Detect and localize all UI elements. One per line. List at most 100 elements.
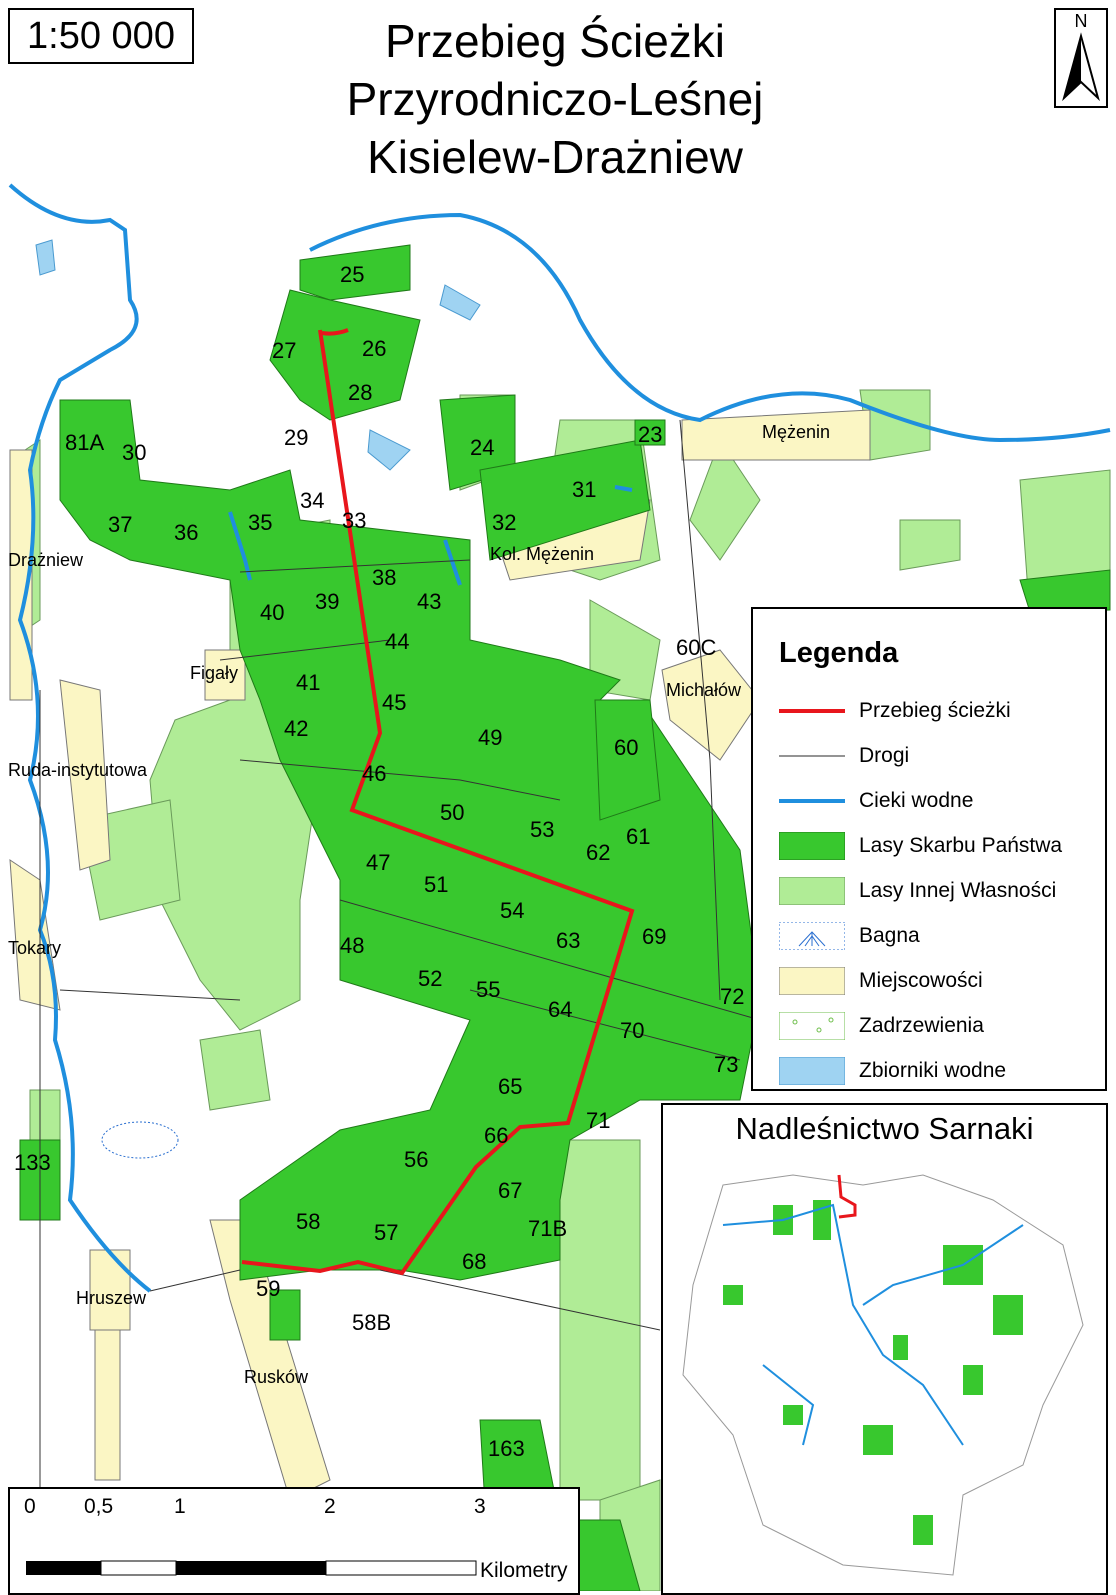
legend-item-route: Przebieg ścieżki <box>779 691 1099 731</box>
legend-item-label: Zadrzewienia <box>859 1014 984 1037</box>
compartment-label: 81A <box>65 430 104 455</box>
compartment-label: 30 <box>122 440 146 465</box>
legend-item-label: Miejscowości <box>859 969 983 992</box>
route-line-icon <box>779 709 845 713</box>
compartment-label: 46 <box>362 761 386 786</box>
water-bodies <box>35 239 481 471</box>
compartment-label: 26 <box>362 336 386 361</box>
compartment-label: 55 <box>476 977 500 1002</box>
other-forest-swatch-icon <box>779 877 845 905</box>
legend-item-label: Przebieg ścieżki <box>859 699 1011 722</box>
scale-bar-graphic <box>26 1560 477 1576</box>
compartment-label: 62 <box>586 840 610 865</box>
marsh-area <box>101 1121 179 1159</box>
inset-map-drawing <box>682 1174 1084 1576</box>
compartment-label: 29 <box>284 425 308 450</box>
compartment-label: 73 <box>714 1052 738 1077</box>
place-label: Figały <box>190 663 238 683</box>
scale-tick-label: 2 <box>324 1495 336 1518</box>
compartment-label: 69 <box>642 924 666 949</box>
compartment-label: 41 <box>296 670 320 695</box>
compartment-label: 25 <box>340 262 364 287</box>
legend-item-label: Drogi <box>859 744 910 767</box>
compartment-label: 34 <box>300 488 324 513</box>
map-scale-ratio: 1:50 000 <box>8 8 194 64</box>
place-label: Rusków <box>244 1367 309 1387</box>
compartment-label: 51 <box>424 872 448 897</box>
scale-tick-label: 0,5 <box>84 1495 114 1518</box>
legend-item-marsh: Bagna <box>779 916 1099 956</box>
compartment-label: 54 <box>500 898 524 923</box>
legend-item-label: Cieki wodne <box>859 789 974 812</box>
compartment-label: 44 <box>385 629 409 654</box>
place-label: Mężenin <box>762 422 830 442</box>
legend-item-tree-stands: Zadrzewienia <box>779 1006 1099 1046</box>
inset-map: Nadleśnictwo Sarnaki <box>661 1103 1108 1595</box>
compartment-label: 43 <box>417 589 441 614</box>
title-line: Przebieg Ścieżki <box>384 15 726 67</box>
place-label: Tokary <box>8 938 61 958</box>
scale-tick-label: 1 <box>174 1495 186 1518</box>
compartment-label: 48 <box>340 933 364 958</box>
compartment-label: 57 <box>374 1220 398 1245</box>
compartment-label: 58 <box>296 1209 320 1234</box>
compartment-label: 72 <box>720 984 744 1009</box>
place-labels: Mężenin Kol. Mężenin Drażniew Figały Mic… <box>8 422 830 1387</box>
compartment-label: 45 <box>382 690 406 715</box>
compartment-label: 39 <box>315 589 339 614</box>
streams <box>8 183 1111 1293</box>
tree-stands-swatch-icon <box>779 1012 845 1040</box>
roads <box>39 419 761 1591</box>
legend-item-roads: Drogi <box>779 736 1099 776</box>
compartment-label: 24 <box>470 435 494 460</box>
compartment-label: 40 <box>260 600 284 625</box>
scale-unit: Kilometry <box>480 1559 568 1582</box>
compartment-label: 53 <box>530 817 554 842</box>
compartment-label: 66 <box>484 1123 508 1148</box>
compartment-label: 68 <box>462 1249 486 1274</box>
compartment-label: 133 <box>14 1150 51 1175</box>
place-label: Drażniew <box>8 550 84 570</box>
title-line: Kisielew-Drażniew <box>367 131 743 183</box>
compartment-labels: 25 26 27 28 29 24 23 81A 30 37 36 35 34 … <box>14 262 744 1461</box>
trail-route <box>241 329 635 1276</box>
compartment-label: 56 <box>404 1147 428 1172</box>
compartment-label: 63 <box>556 928 580 953</box>
marsh-swatch-icon <box>779 922 845 950</box>
scale-tick-label: 0 <box>24 1495 36 1518</box>
compartment-label: 23 <box>638 422 662 447</box>
compartment-label: 60C <box>676 635 716 660</box>
compartment-label: 32 <box>492 510 516 535</box>
water-body-swatch-icon <box>779 1057 845 1085</box>
inset-title: Nadleśnictwo Sarnaki <box>735 1111 1034 1146</box>
stream-line-icon <box>779 799 845 803</box>
legend-item-water-bodies: Zbiorniki wodne <box>779 1051 1099 1091</box>
compartment-label: 60 <box>614 735 638 760</box>
compartment-label: 71 <box>586 1108 610 1133</box>
compartment-label: 50 <box>440 800 464 825</box>
legend-item-other-forest: Lasy Innej Własności <box>779 871 1099 911</box>
legend-item-label: Bagna <box>859 924 920 947</box>
legend-item-streams: Cieki wodne <box>779 781 1099 821</box>
compartment-label: 28 <box>348 380 372 405</box>
compartment-label: 35 <box>248 510 272 535</box>
compartment-label: 59 <box>256 1276 280 1301</box>
place-label: Kol. Mężenin <box>490 544 594 564</box>
compartment-label: 70 <box>620 1018 644 1043</box>
compartment-label: 71B <box>528 1216 567 1241</box>
north-arrow: N <box>1054 8 1108 108</box>
north-letter: N <box>1074 11 1088 31</box>
compartment-label: 31 <box>572 477 596 502</box>
place-label: Michałów <box>666 680 742 700</box>
compartment-label: 67 <box>498 1178 522 1203</box>
compartment-label: 65 <box>498 1074 522 1099</box>
compartment-label: 58B <box>352 1310 391 1335</box>
compartment-label: 49 <box>478 725 502 750</box>
compartment-label: 38 <box>372 565 396 590</box>
scale-tick-label: 3 <box>474 1495 486 1518</box>
scale-bar: 0 0,5 1 2 3 Kilometry <box>8 1487 580 1595</box>
compartment-label: 61 <box>626 824 650 849</box>
compartment-label: 52 <box>418 966 442 991</box>
trail-start-hook <box>321 328 349 336</box>
